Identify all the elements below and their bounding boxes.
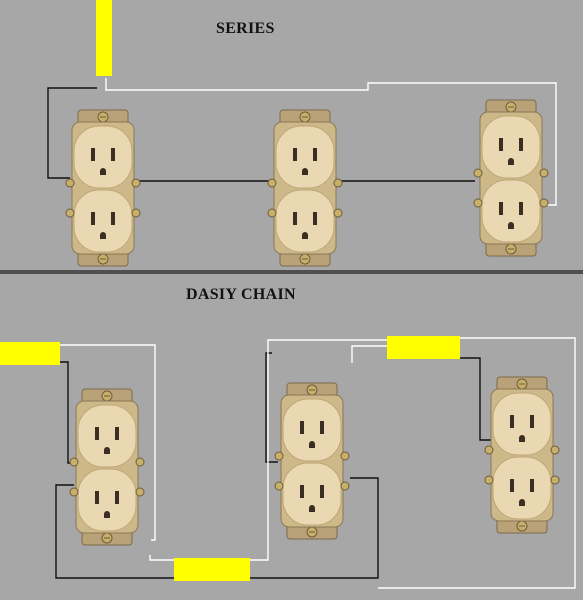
series-neutral-lead-wire [47,87,97,179]
daisy-wire-nut-2 [174,558,250,581]
daisy-wire-nut-1 [0,342,60,365]
series-title: SERIES [216,20,275,37]
daisy-outlet-3 [484,376,560,534]
daisy-neutral-return-1 [55,484,175,579]
daisy-hot-jumper-1b [250,339,387,561]
daisy-outlet-1 [69,388,145,546]
series-outlet-3 [473,99,549,257]
daisy-neutral-return-2 [250,477,379,579]
series-wire-nut [96,0,112,76]
daisy-neutral-end [460,357,495,441]
daisy-pigtail-white [351,345,387,363]
daisy-hot-lead-wire [60,344,156,541]
series-outlet-2 [267,109,343,267]
daisy-neutral-lead-wire [60,361,73,464]
daisy-hot-jumper-2 [378,337,576,589]
daisy-hot-jumper-1a [149,555,175,561]
section-divider [0,270,583,274]
series-outlet-1 [65,109,141,267]
daisy-neutral-hot-pigtail [265,352,278,463]
daisy-chain-title: DASIY CHAIN [186,286,296,303]
daisy-wire-nut-3 [387,336,460,359]
daisy-outlet-2 [274,382,350,540]
series-hot-wire [105,78,557,206]
